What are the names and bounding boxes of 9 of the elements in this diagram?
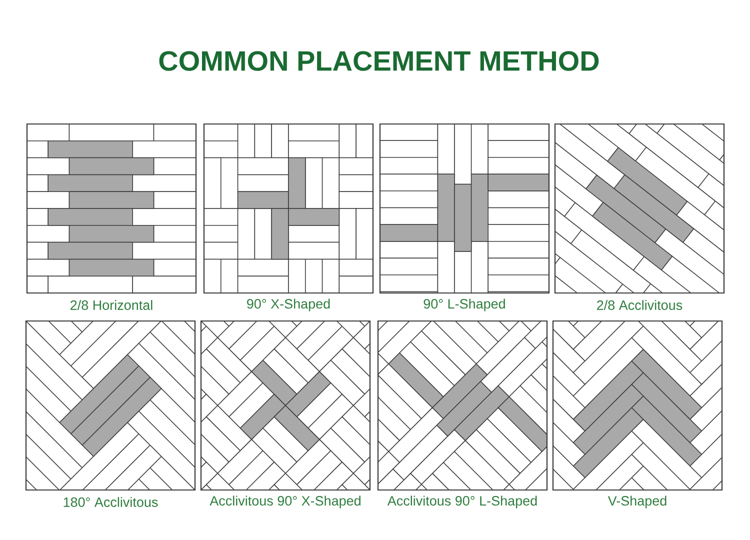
caption: 2/8 Acclivitous xyxy=(597,300,682,310)
caption: 180° Acclivitous xyxy=(64,497,158,507)
caption: 90° X-Shaped xyxy=(247,298,330,312)
caption: 2/8 Horizontal xyxy=(70,300,152,310)
caption: 90° L-Shaped xyxy=(424,298,505,312)
caption: Acclivitous 90° X-Shaped xyxy=(210,496,360,508)
caption: Acclivitous 90° L-Shaped xyxy=(387,496,537,508)
title: COMMON PLACEMENT METHOD xyxy=(159,51,599,71)
caption: V-Shaped xyxy=(608,496,666,508)
